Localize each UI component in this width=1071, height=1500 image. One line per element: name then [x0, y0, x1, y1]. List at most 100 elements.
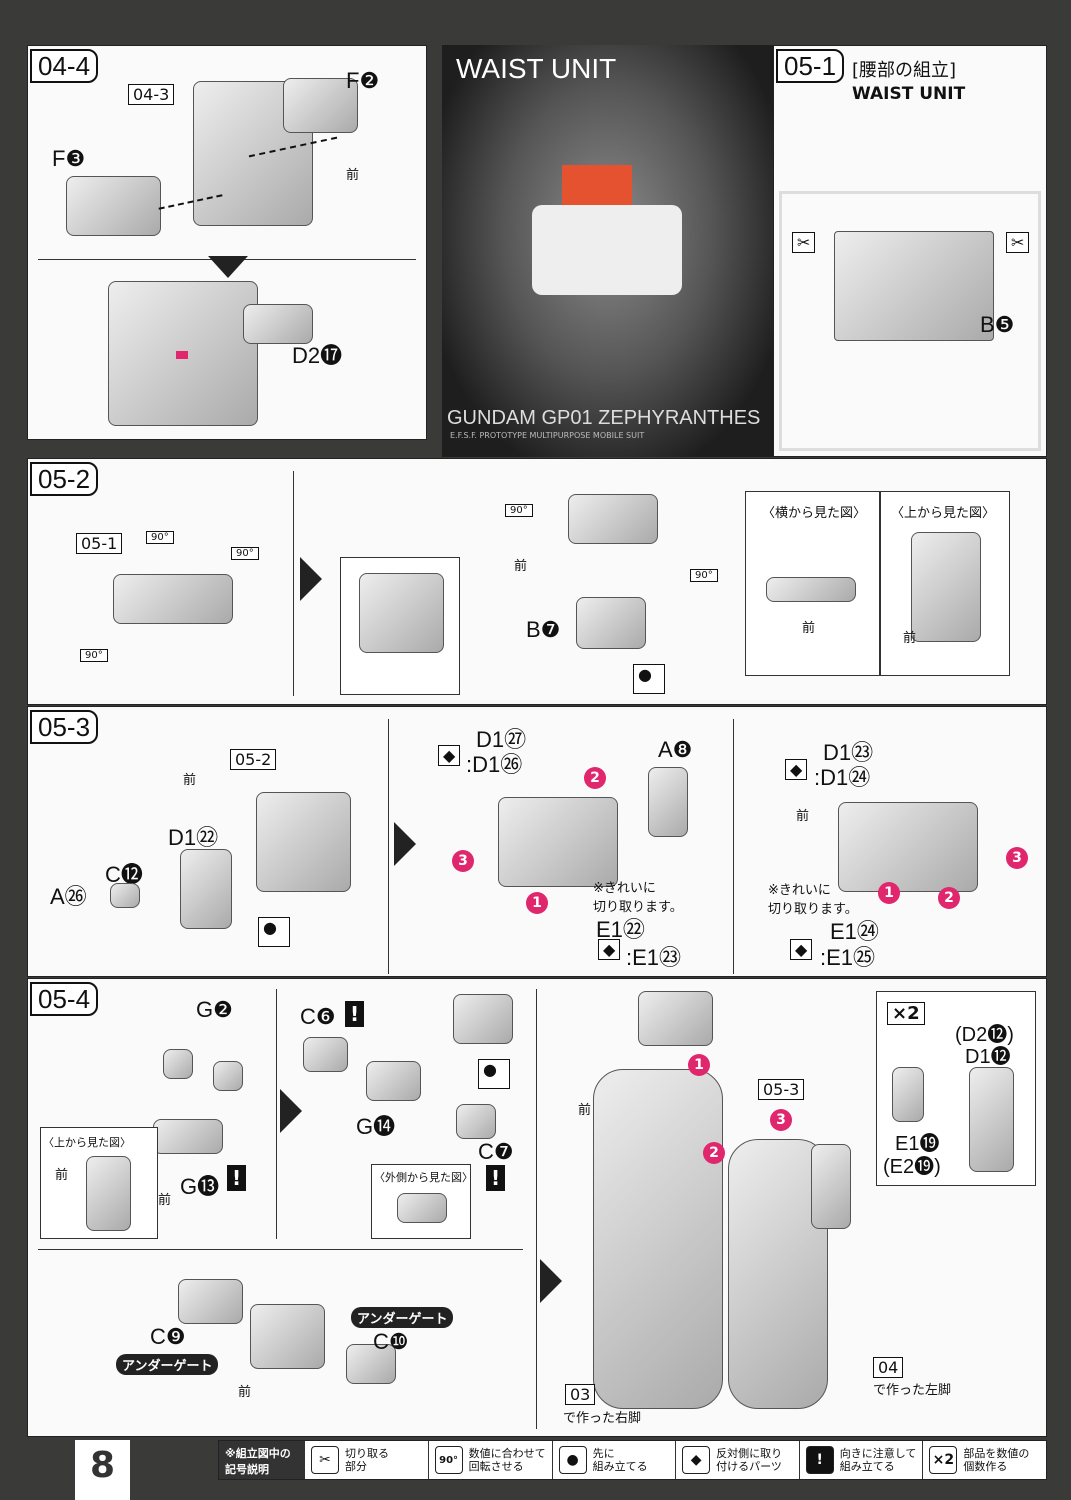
legend-text: 先に 組み立てる	[592, 1447, 648, 1473]
divider	[388, 719, 389, 974]
section-title-en: WAIST UNIT	[852, 84, 966, 104]
part-d1-22	[180, 849, 232, 929]
page-number: 8	[75, 1440, 130, 1500]
legend-item-first: ●先に 組み立てる	[551, 1441, 676, 1479]
step-number: 05-4	[30, 982, 99, 1016]
part-label: C❻	[300, 1004, 336, 1029]
part-label: D1㉒	[168, 825, 219, 850]
leg-part	[108, 281, 258, 426]
part-b5	[834, 231, 994, 341]
next-arrow-icon	[540, 1259, 562, 1303]
side-view-label: 〈横から見た図〉	[762, 506, 867, 521]
step-marker-3: 3	[452, 850, 474, 872]
divider	[293, 471, 294, 696]
next-arrow-icon	[300, 557, 322, 601]
part-b7	[576, 597, 646, 649]
part-label: F❷	[346, 68, 380, 93]
legend-item-caution: !向きに注意して 組み立てる	[798, 1441, 923, 1479]
ref-step: 05-2	[230, 749, 277, 770]
part-label: (D2⓬)	[955, 1024, 1014, 1046]
assemble-first-icon: ●	[558, 1446, 587, 1474]
under-gate-badge: アンダーゲート	[116, 1354, 219, 1375]
part-label: G⓮	[356, 1114, 396, 1139]
step-number: 05-2	[30, 462, 99, 496]
waist-red-part	[562, 165, 632, 205]
front-label: 前	[514, 559, 528, 574]
part-assembly	[453, 994, 513, 1044]
multiply-icon: ×2	[887, 1002, 925, 1025]
section-title-jp: [腰部の組立]	[852, 60, 957, 81]
ref-step: 05-3	[758, 1079, 805, 1100]
divider	[276, 989, 277, 1239]
under-gate-badge: アンダーゲート	[351, 1307, 454, 1328]
top-view: 〈上から見た図〉 前	[40, 1127, 158, 1239]
photo-subcaption: E.F.S.F. PROTOTYPE MULTIPURPOSE MOBILE S…	[450, 431, 645, 440]
down-arrow-icon	[208, 256, 248, 278]
photo-caption: GUNDAM GP01 ZEPHYRANTHES	[447, 407, 761, 429]
outer-view-label: 〈外側から見た図〉	[374, 1171, 473, 1184]
caution-icon: !	[345, 1001, 365, 1027]
step-number: 05-3	[30, 710, 99, 744]
part-g14	[366, 1061, 421, 1101]
part-label: A❽	[658, 737, 693, 762]
waist-assembly	[498, 797, 618, 887]
rotate-icon: 90°	[231, 547, 259, 560]
part-d2-17	[243, 304, 313, 344]
next-arrow-icon	[394, 822, 416, 866]
waist-assembly	[838, 802, 978, 892]
part-c12	[110, 883, 140, 908]
photo-title: WAIST UNIT	[456, 53, 617, 84]
step-marker-1: 1	[526, 892, 548, 914]
legend-title: ※組立図中の 記号説明	[219, 1441, 304, 1479]
detail-view	[340, 557, 460, 695]
opposite-side-icon: ◆	[438, 745, 461, 766]
step-marker-2: 2	[938, 887, 960, 909]
step-05-3-panel: 05-3 05-2 前 A㉖ C⓬ D1㉒ ● D1㉗ ◆ :D1㉖ A❽ 1 …	[27, 706, 1047, 977]
part-label: :E1㉓	[626, 945, 682, 970]
part-c6	[303, 1037, 348, 1072]
step-marker-3: 3	[770, 1109, 792, 1131]
side-view: 〈横から見た図〉 前	[745, 491, 880, 676]
caution-icon: !	[805, 1446, 834, 1474]
front-label: 前	[346, 168, 360, 183]
top-view: 〈上から見た図〉 前	[880, 491, 1010, 676]
legend-item-rotate: 90°数値に合わせて 回転させる	[427, 1441, 552, 1479]
step-05-4-panel: 05-4 G❷ G⓭ ! 〈上から見た図〉 前 前 C❻ ! G⓮ ● C❼ !…	[27, 978, 1047, 1437]
front-label: 前	[158, 1193, 172, 1208]
legend-text: 切り取る 部分	[345, 1447, 389, 1473]
assemble-first-icon: ●	[478, 1059, 510, 1089]
part-a8	[648, 767, 688, 837]
opposite-side-icon: ◆	[790, 939, 813, 960]
opposite-side-icon: ◆	[785, 759, 808, 780]
cutter-icon: ✂	[311, 1446, 339, 1474]
part-label: C❾	[150, 1324, 186, 1349]
top-view-label: 〈上から見た図〉	[891, 506, 996, 521]
gate-mark	[176, 351, 188, 359]
divider	[38, 1249, 523, 1250]
front-label: 前	[802, 621, 816, 636]
part-label: B❺	[980, 312, 1015, 337]
part-c10	[346, 1344, 396, 1384]
part-label: C❿	[373, 1329, 409, 1354]
legs-assembly	[593, 1069, 723, 1409]
ref-step: 03	[565, 1384, 596, 1405]
part-assembly	[250, 1304, 325, 1369]
caution-icon: !	[486, 1165, 506, 1191]
side-armor	[811, 1144, 851, 1229]
cutter-icon: ✂	[792, 232, 816, 253]
part-label: G⓭	[180, 1174, 220, 1199]
part-label: :E1㉕	[820, 945, 876, 970]
waist-white-part	[532, 205, 682, 295]
legend-item-opposite: ◆反対側に取り 付けるパーツ	[675, 1441, 799, 1479]
front-label: 前	[578, 1103, 592, 1118]
runner-frame	[779, 191, 1041, 451]
rotate-icon: 90°	[434, 1446, 463, 1474]
step-number: 04-4	[30, 49, 99, 83]
part-f3	[66, 176, 161, 236]
top-view-label: 〈上から見た図〉	[43, 1136, 131, 1149]
step-marker-3: 3	[1006, 847, 1028, 869]
part-f2	[283, 78, 358, 133]
opposite-side-icon: ◆	[682, 1446, 711, 1474]
next-arrow-icon	[280, 1089, 302, 1133]
